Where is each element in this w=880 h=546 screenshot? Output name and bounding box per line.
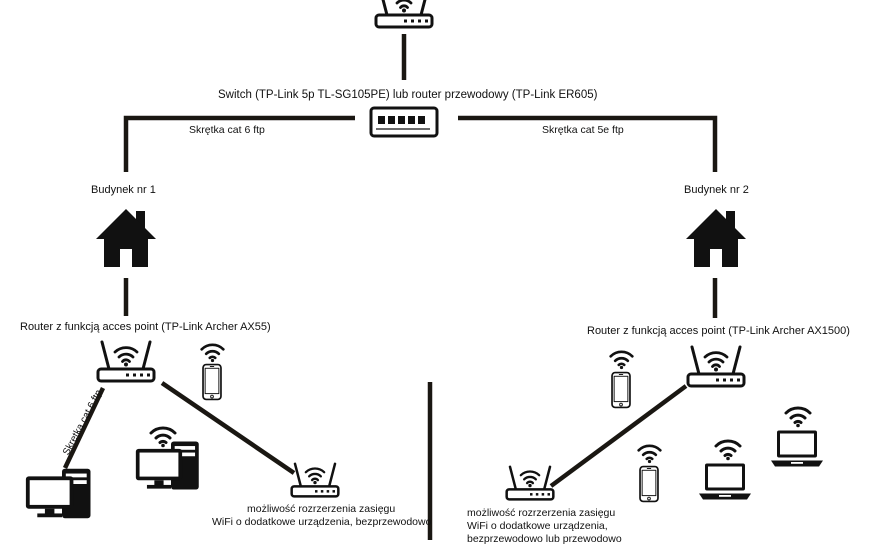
house-icon-building2: [686, 209, 746, 267]
extender-router-icon-building1: [290, 462, 340, 498]
desktop-pc-icon-1: [135, 441, 199, 490]
wifi-icon-phone1: [200, 343, 225, 363]
laptop-icon-2: [771, 430, 823, 467]
switch-label: Switch (TP-Link 5p TL-SG105PE) lub route…: [218, 89, 598, 101]
building1-router-label: Router z funkcją acces point (TP-Link Ar…: [20, 321, 271, 333]
cable-to-building1: [123, 115, 355, 172]
building1-extender-note-line2: WiFi o dodatkowe urządzenia, bezprzewodo…: [212, 516, 432, 528]
router-icon-building1: [96, 340, 156, 383]
house-icon-building1: [96, 209, 156, 267]
building1-extender-note: możliwość rozrzerzenia zasięgu WiFi o do…: [212, 503, 431, 529]
building2-router-label: Router z funkcją acces point (TP-Link Ar…: [587, 325, 850, 337]
router1-to-extender-cable: [160, 381, 296, 475]
building1-label: Budynek nr 1: [91, 184, 156, 196]
building1-extender-note-line1: możliwość rozrzerzenia zasięgu: [247, 503, 396, 515]
wifi-icon-phone3: [637, 444, 662, 464]
building2-label: Budynek nr 2: [684, 184, 749, 196]
router2-to-extender-cable: [549, 384, 688, 488]
extender-router-icon-building2: [505, 465, 555, 501]
smartphone-icon-1: [202, 363, 222, 401]
top-router-icon: [374, 0, 434, 29]
smartphone-icon-2: [611, 371, 631, 409]
router-icon-building2: [686, 345, 746, 388]
router1-to-pc-cable: [62, 387, 106, 469]
building2-extender-note-line1: możliwość rozrzerzenia zasięgu: [467, 507, 616, 519]
laptop-icon-1: [699, 463, 751, 500]
wifi-icon-laptop1: [714, 439, 742, 461]
desktop-pc-icon-wired: [25, 468, 91, 519]
switch-icon: [369, 106, 439, 138]
right-cable-label: Skrętka cat 5e ftp: [542, 124, 624, 136]
smartphone-icon-3: [639, 465, 659, 503]
building2-extender-note-line2: WiFi o dodatkowe urządzenia,: [467, 520, 608, 532]
cable-to-building2: [458, 115, 718, 172]
cables: [62, 34, 718, 540]
building2-extender-note: możliwość rozrzerzenia zasięgu WiFi o do…: [467, 507, 622, 546]
left-cable-label: Skrętka cat 6 ftp: [189, 124, 265, 136]
wifi-icon-laptop2: [784, 406, 812, 428]
wifi-icon-phone2: [609, 350, 634, 370]
